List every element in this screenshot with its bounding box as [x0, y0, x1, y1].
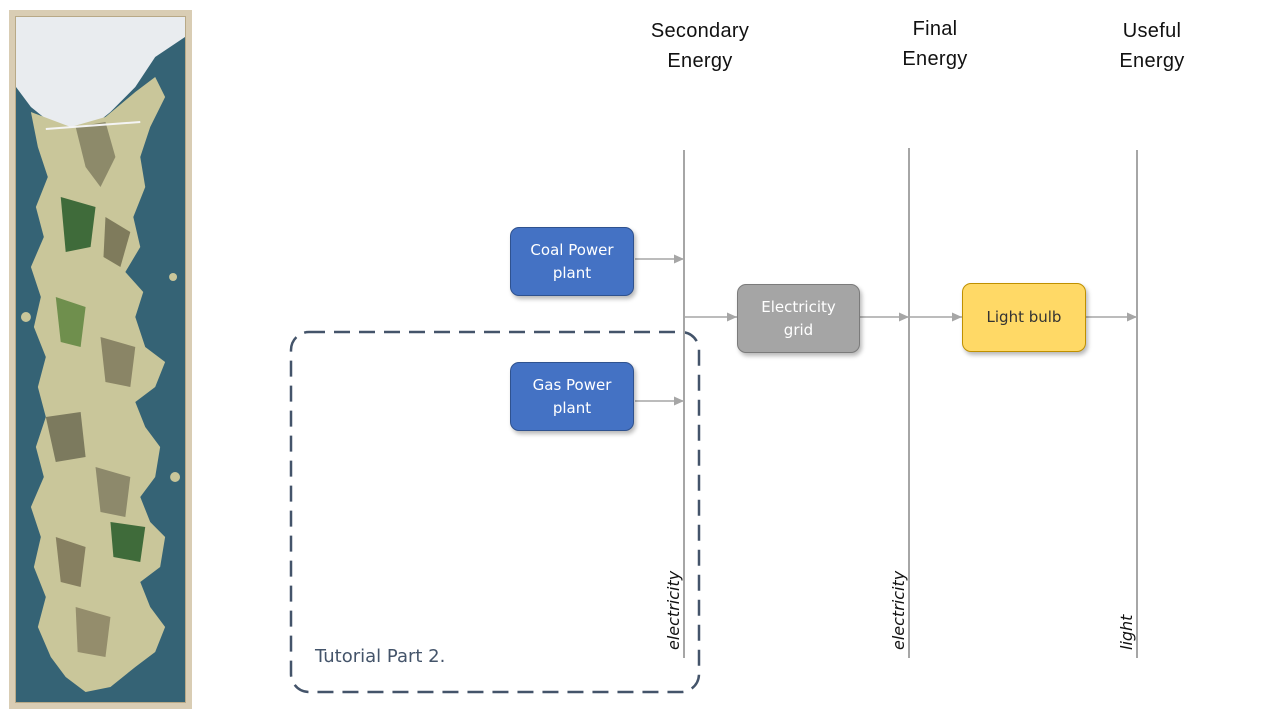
electricity-grid-line1: Electricity: [761, 297, 836, 316]
column-header-final: Final Energy: [885, 14, 985, 74]
tutorial-part-label: Tutorial Part 2.: [315, 646, 446, 667]
map-illustration: [16, 17, 185, 702]
westeros-map-image: [9, 10, 192, 709]
coal-power-plant-node[interactable]: Coal Power plant: [510, 227, 634, 296]
column-header-useful: Useful Energy: [1102, 16, 1202, 76]
gas-power-plant-line2: plant: [552, 398, 592, 417]
electricity-grid-node[interactable]: Electricity grid: [737, 284, 860, 353]
tutorial-box: [289, 330, 701, 694]
carrier-label-final: electricity: [889, 570, 908, 650]
column-header-useful-line2: Energy: [1119, 50, 1185, 72]
coal-power-plant-line2: plant: [552, 263, 592, 282]
column-header-secondary-line2: Energy: [667, 50, 733, 72]
column-header-secondary-line1: Secondary: [650, 20, 750, 42]
gas-power-plant-node[interactable]: Gas Power plant: [510, 362, 634, 431]
column-header-final-line1: Final: [912, 18, 958, 40]
electricity-grid-line2: grid: [783, 320, 814, 339]
coal-power-plant-line1: Coal Power: [530, 240, 614, 259]
column-header-useful-line1: Useful: [1122, 20, 1182, 42]
column-header-secondary: Secondary Energy: [640, 16, 760, 76]
gas-power-plant-line1: Gas Power: [532, 375, 612, 394]
light-bulb-node[interactable]: Light bulb: [962, 283, 1086, 352]
carrier-label-useful: light: [1117, 614, 1136, 650]
column-header-final-line2: Energy: [902, 48, 968, 70]
carrier-label-secondary: electricity: [664, 570, 683, 650]
light-bulb-label: Light bulb: [986, 308, 1062, 326]
